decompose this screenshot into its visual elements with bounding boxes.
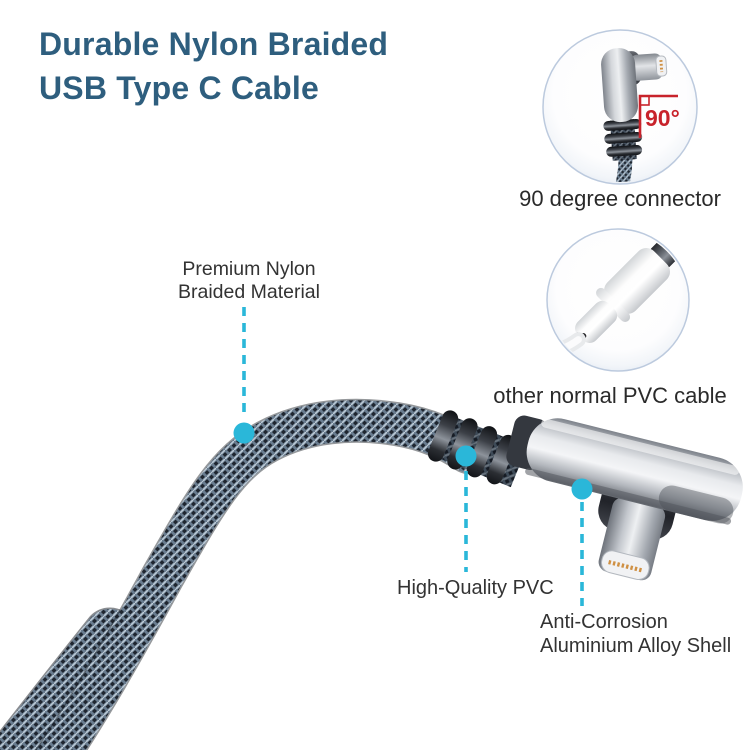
callout-dot-braid: [233, 422, 255, 444]
strain-relief-ribs: [427, 410, 528, 488]
inset-pvc-caption: other normal PVC cable: [493, 383, 727, 408]
callout-connectors: [233, 307, 593, 606]
callout-dot-shell: [571, 478, 593, 500]
title-line-2: USB Type C Cable: [39, 70, 319, 106]
inset-90-caption: 90 degree connector: [519, 186, 721, 211]
mini-plug-tip: [655, 55, 668, 77]
aluminium-shell: [526, 418, 743, 521]
callout-shell-label: Anti-Corrosion Aluminium Alloy Shell: [540, 611, 732, 657]
pvc-metal-tip: [671, 232, 685, 246]
mini-plug: [629, 53, 663, 81]
pvc-plug-neck: [575, 300, 618, 343]
plug-pins: [608, 559, 643, 573]
connector-assembly: [506, 415, 743, 581]
mini-90-connector: [601, 48, 668, 182]
inset-circle-pvc: [546, 228, 690, 372]
callout-dot-pvc: [455, 445, 477, 467]
page-title: Durable Nylon Braided USB Type C Cable: [39, 22, 388, 110]
title-line-1: Durable Nylon Braided: [39, 26, 389, 62]
plug-tip-face: [601, 550, 650, 581]
mini-shell: [601, 48, 638, 123]
inset-circle-90: 90°: [542, 29, 698, 185]
right-angle-icon: [638, 94, 678, 138]
callout-braid-label: Premium Nylon Braided Material: [178, 258, 320, 303]
angle-badge: 90°: [645, 105, 680, 131]
callout-pvc-label: High-Quality PVC: [397, 577, 554, 599]
main-cable: [0, 398, 490, 750]
pvc-plug-body: [604, 247, 671, 314]
